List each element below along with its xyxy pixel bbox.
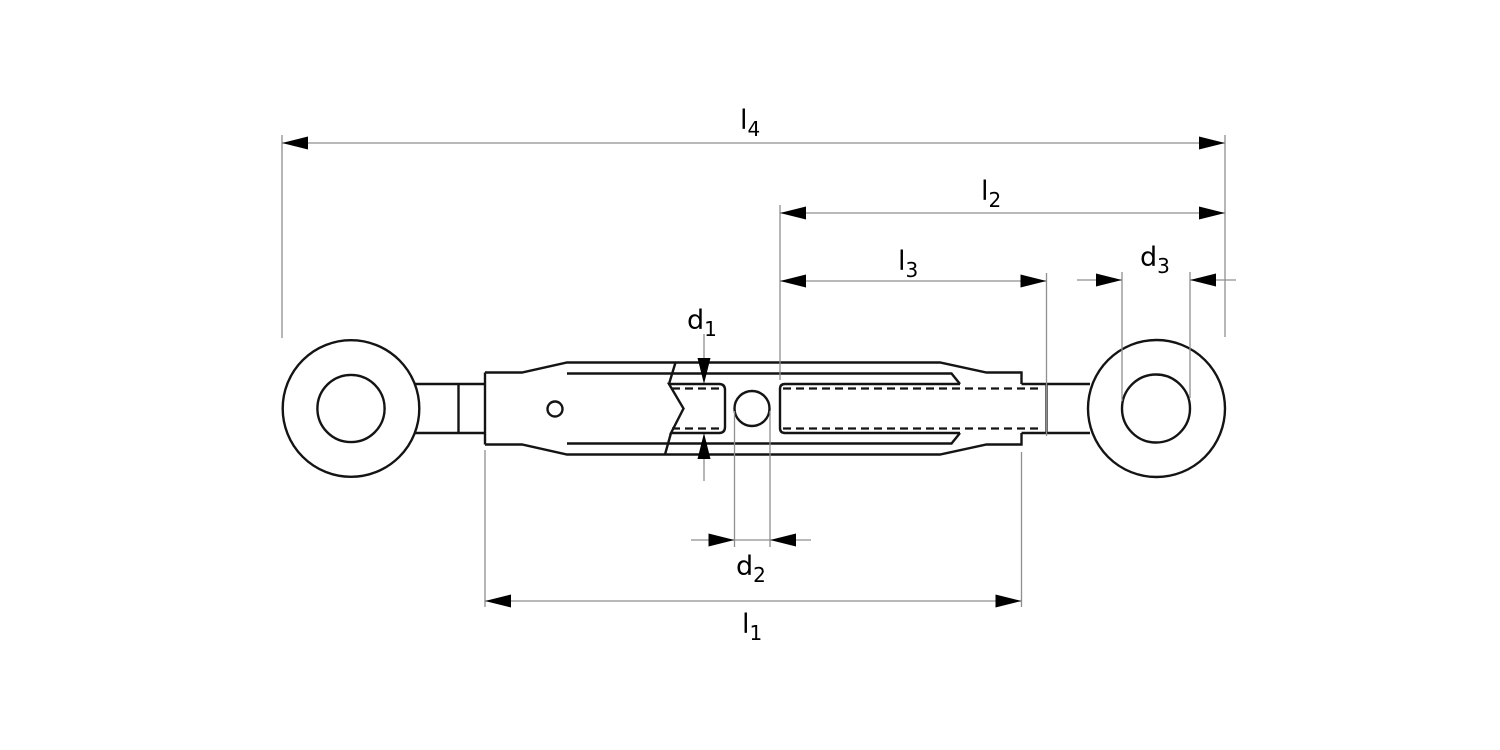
body-inner-rail-top <box>567 372 961 385</box>
arrow-d3-right <box>1190 273 1216 287</box>
label-d2: d2 <box>736 551 766 587</box>
label-d3: d3 <box>1140 242 1170 278</box>
dimension-lines <box>282 142 1236 602</box>
label-l1: l1 <box>742 609 762 645</box>
thread-runout <box>1021 382 1048 435</box>
extension-lines <box>281 135 1226 607</box>
dimension-labels: l4 l2 l3 d3 d1 d2 l1 <box>687 105 1170 645</box>
body-bottom-contour <box>485 433 1023 456</box>
body-top-contour <box>485 361 1023 384</box>
left-eye-hole <box>316 373 386 444</box>
right-eye-outer-circle <box>1086 338 1227 479</box>
arrow-l1-left <box>485 594 511 608</box>
left-screw-thread-dashes <box>672 387 721 430</box>
right-eye-hole <box>1120 373 1192 444</box>
arrow-l2-right <box>1199 206 1225 220</box>
arrowheads <box>282 136 1225 608</box>
label-l3: l3 <box>898 246 918 282</box>
arrow-l4-left <box>282 136 308 150</box>
sight-hole <box>546 400 564 418</box>
arrow-d2-right <box>770 533 796 547</box>
left-eye-outer-circle <box>281 339 421 479</box>
arrow-d1-top <box>697 358 711 384</box>
left-shank <box>415 382 485 435</box>
arrow-l1-right <box>995 594 1022 608</box>
arrow-d2-left <box>708 533 735 547</box>
label-d1: d1 <box>687 305 717 341</box>
right-shank <box>1046 382 1090 435</box>
right-screw-thread-dashes <box>783 387 1041 430</box>
left-screw-threaded-end <box>666 382 727 435</box>
center-hole <box>733 389 771 428</box>
right-screw-rod <box>778 382 960 435</box>
body-inner-rail-bottom <box>567 432 961 445</box>
arrow-l4-right <box>1199 136 1225 150</box>
arrow-d1-bottom <box>697 433 711 459</box>
arrow-l3-left <box>780 274 806 288</box>
break-lines <box>663 362 677 455</box>
label-l4: l4 <box>740 105 760 141</box>
arrow-l3-right <box>1020 274 1047 288</box>
arrow-l2-left <box>780 206 806 220</box>
part-outline <box>281 338 1227 479</box>
label-l2: l2 <box>981 176 1001 212</box>
arrow-d3-left <box>1096 273 1122 287</box>
